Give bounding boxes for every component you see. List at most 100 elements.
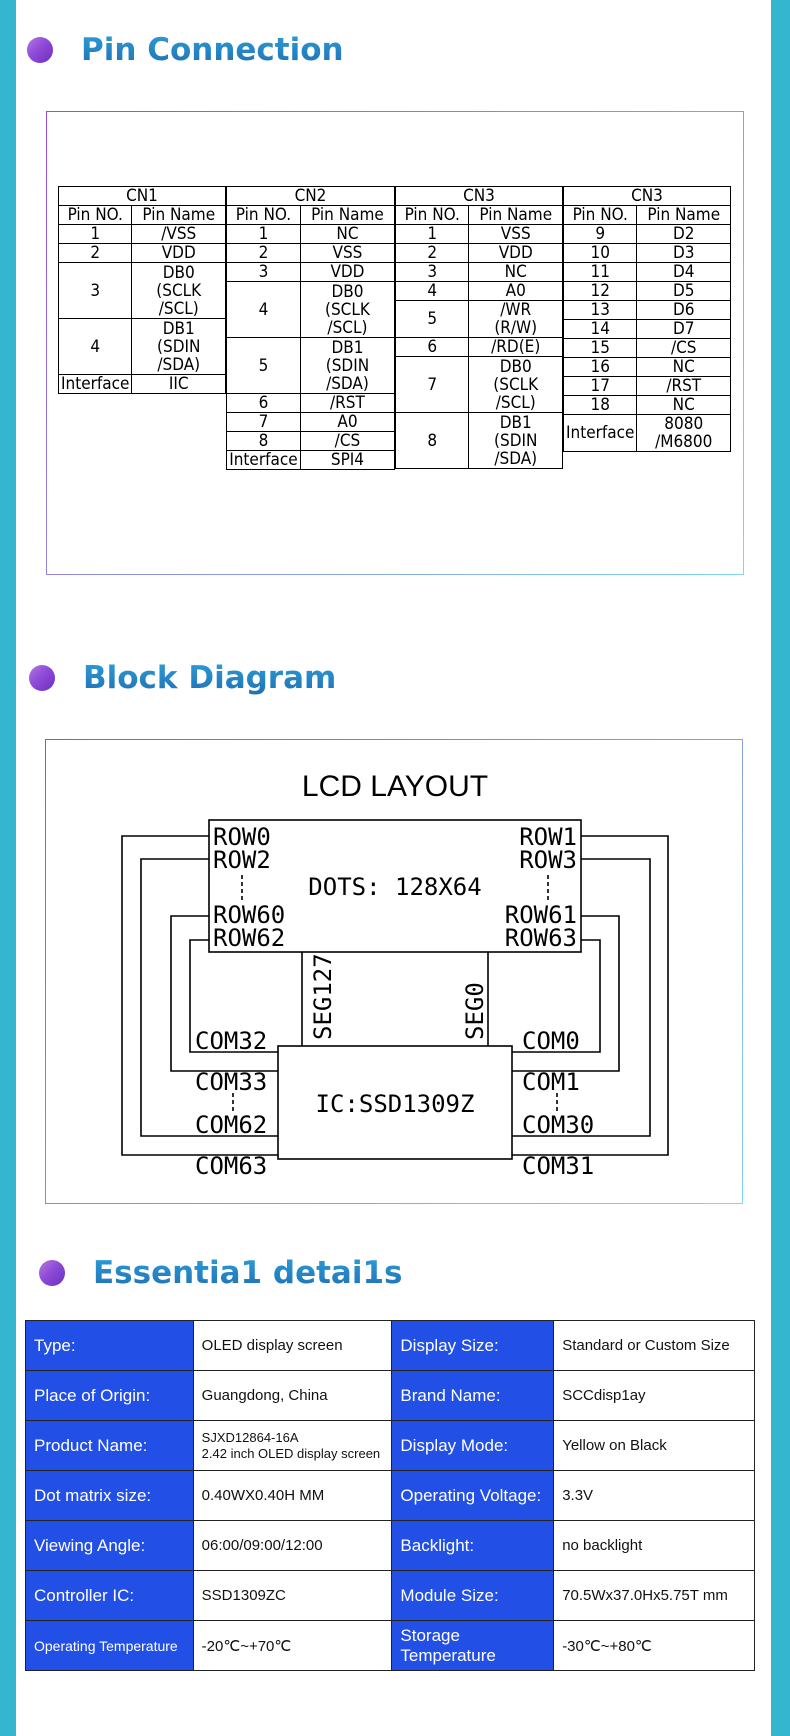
bullet-dot-icon — [29, 665, 55, 691]
detail-label: Place of Origin: — [25, 1370, 194, 1421]
com33-label: COM33 — [195, 1068, 267, 1096]
detail-value: -30℃~+80℃ — [553, 1620, 755, 1671]
row3-label: ROW3 — [519, 846, 577, 874]
pin-row: 5/WR (R/W) — [394, 300, 563, 338]
detail-label: Operating Temperature — [25, 1620, 194, 1671]
section-title: Block Diagram — [83, 660, 337, 696]
pin-name: DB0 (SCLK /SCL) — [131, 262, 226, 319]
detail-value: SCCdisp1ay — [553, 1370, 755, 1421]
pin-name: NC — [636, 395, 731, 415]
block-frame — [45, 739, 743, 1204]
pin-no-header: Pin NO. — [57, 205, 133, 225]
connector-header: CN2 — [226, 186, 395, 206]
row2-label: ROW2 — [213, 846, 271, 874]
detail-label: Viewing Angle: — [25, 1520, 194, 1571]
pin-name: /VSS — [131, 224, 226, 244]
com1-label: COM1 — [522, 1068, 580, 1096]
bullet-dot-icon — [27, 37, 53, 63]
detail-label: Module Size: — [391, 1570, 555, 1621]
detail-value: Guangdong, China — [192, 1370, 393, 1421]
pin-name: /RD(E) — [468, 337, 563, 357]
pin-name-header: Pin Name — [131, 205, 226, 225]
detail-value: SSD1309ZC — [192, 1570, 393, 1621]
detail-label: Display Size: — [391, 1320, 555, 1371]
right-accent-bar — [771, 0, 790, 1736]
detail-label: Operating Voltage: — [391, 1470, 555, 1521]
pin-number: 3 — [57, 262, 133, 319]
pin-number: 4 — [226, 281, 301, 338]
detail-label: Brand Name: — [391, 1370, 555, 1421]
pin-number: 4 — [57, 318, 133, 375]
bullet-dot-icon — [39, 1260, 65, 1286]
section-heading-block: Block Diagram — [29, 660, 336, 696]
ic-box — [277, 1045, 513, 1160]
pin-row: 8/CS — [226, 431, 396, 451]
pin-number: Interface — [57, 374, 133, 394]
row63-label: ROW63 — [505, 924, 577, 952]
pin-no-header: Pin NO. — [226, 205, 301, 225]
pin-number: 9 — [562, 224, 638, 244]
com32-label: COM32 — [195, 1027, 267, 1055]
com0-label: COM0 — [522, 1027, 580, 1055]
section-title: Essentia1 detai1s — [93, 1255, 403, 1291]
pin-number: 7 — [394, 356, 470, 413]
pin-name: VDD — [299, 262, 396, 282]
detail-value: Yellow on Black — [553, 1420, 755, 1471]
connector-header: CN3 — [395, 186, 563, 206]
pin-number: Interface — [562, 414, 638, 452]
detail-value: 0.40WX0.40H MM — [192, 1470, 393, 1521]
detail-value: OLED display screen — [192, 1320, 393, 1371]
pin-number: 5 — [394, 300, 470, 338]
com63-label: COM63 — [195, 1152, 267, 1180]
left-accent-bar — [0, 0, 16, 1736]
detail-label: Product Name: — [25, 1420, 194, 1471]
dots-label: DOTS: 128X64 — [308, 873, 481, 901]
detail-value: Standard or Custom Size — [553, 1320, 755, 1371]
pin-name: /RST — [299, 393, 396, 413]
pin-name: VSS — [299, 243, 396, 263]
detail-value: 70.5Wx37.0Hx5.75T mm — [553, 1570, 755, 1621]
detail-label: Controller IC: — [25, 1570, 194, 1621]
pin-name: VDD — [468, 243, 563, 263]
pin-row: 1/VSS — [57, 224, 226, 244]
com62-label: COM62 — [195, 1111, 267, 1139]
seg127-label: SEG127 — [309, 953, 337, 1040]
pin-name: SPI4 — [299, 450, 396, 470]
section-title: Pin Connection — [81, 32, 344, 68]
pin-name: IIC — [131, 374, 226, 394]
pin-number: 8 — [394, 412, 470, 469]
detail-label: Display Mode: — [391, 1420, 555, 1471]
pin-number: Interface — [226, 450, 301, 470]
section-heading-details: Essentia1 detai1s — [39, 1255, 403, 1291]
pin-name: /WR (R/W) — [468, 300, 563, 338]
pin-name: DB1 (SDIN /SDA) — [299, 337, 396, 394]
pin-name: DB0 (SCLK /SCL) — [468, 356, 563, 413]
detail-value: -20℃~+70℃ — [192, 1620, 393, 1671]
detail-value: 06:00/09:00/12:00 — [192, 1520, 393, 1571]
pin-name: 8080 /M6800 — [636, 414, 731, 452]
pin-name: /CS — [636, 338, 731, 358]
pin-row: 15/CS — [562, 338, 731, 358]
detail-label: Storage Temperature — [391, 1620, 555, 1671]
pin-name: DB1 (SDIN /SDA) — [468, 412, 563, 469]
